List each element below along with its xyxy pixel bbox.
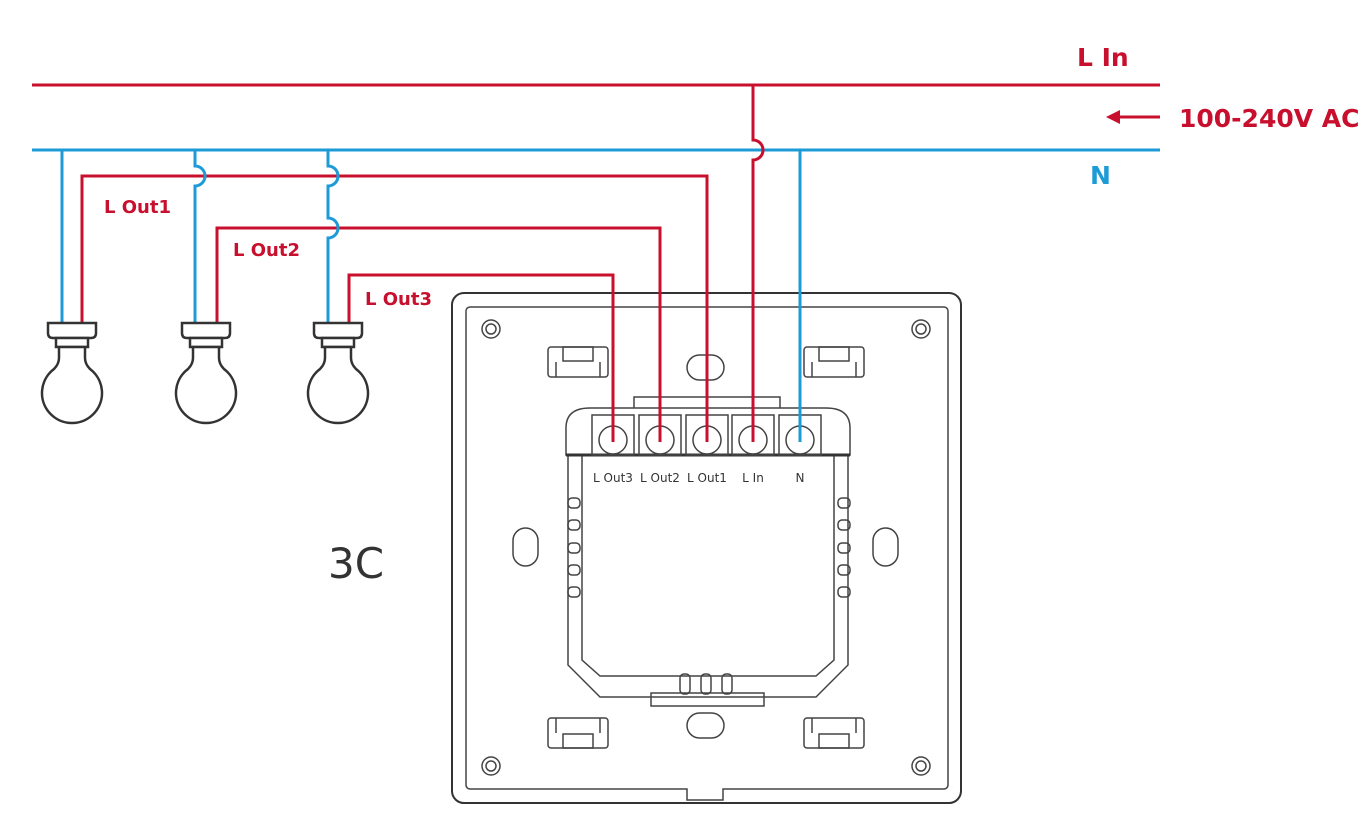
terminal-label: L Out2 <box>640 471 680 485</box>
side-pin <box>837 497 851 509</box>
bulbs <box>40 321 370 425</box>
module-body <box>567 454 849 698</box>
l-out3-label: L Out3 <box>365 289 432 310</box>
live-in-label: L In <box>1077 43 1129 72</box>
module-inner-line <box>581 455 835 677</box>
clip-bottom-right <box>803 717 865 749</box>
side-pin <box>567 542 581 554</box>
l-out3-wire <box>347 273 615 440</box>
terminal-label: L Out1 <box>687 471 727 485</box>
voltage-label: 100-240V AC <box>1179 104 1360 133</box>
module-bottom-pins <box>679 673 733 695</box>
module-side-pins-right <box>837 497 851 598</box>
mount-slot-bottom <box>686 712 725 739</box>
side-pin <box>837 564 851 576</box>
l-out2-wire <box>215 226 662 440</box>
screw-hole-top-right <box>911 319 931 339</box>
neutral-label: N <box>1090 161 1111 190</box>
clip-top-right <box>803 346 865 378</box>
screw-hole-bottom-right <box>911 756 931 776</box>
l-out2-label: L Out2 <box>233 240 300 261</box>
l-out1-label: L Out1 <box>104 197 171 218</box>
side-pin <box>837 519 851 531</box>
side-pin <box>567 519 581 531</box>
wires <box>32 83 1160 440</box>
terminal-label: L Out3 <box>593 471 633 485</box>
mount-slot-left <box>512 527 539 567</box>
side-pin <box>567 586 581 598</box>
terminal-label: N <box>796 471 805 485</box>
model-label: 3C <box>328 539 384 588</box>
mount-slot-right <box>872 527 899 567</box>
terminal-label: L In <box>742 471 764 485</box>
screw-hole-top-left <box>481 319 501 339</box>
neutral-bulb3-wire <box>326 150 340 323</box>
side-pin <box>567 564 581 576</box>
clip-top-left <box>547 346 609 378</box>
l-out1-wire <box>80 174 709 440</box>
switch-back-plate <box>451 292 962 804</box>
light-bulb-icon <box>174 321 238 425</box>
light-bulb-icon <box>40 321 104 425</box>
terminal-labels: L Out3 L Out2 L Out1 L In N <box>593 471 804 485</box>
live-to-switch-wire <box>751 85 765 440</box>
clip-bottom-left <box>547 717 609 749</box>
screw-hole-bottom-left <box>481 756 501 776</box>
neutral-bulb2-wire <box>193 150 207 323</box>
side-pin <box>837 586 851 598</box>
module-bottom-tab <box>650 692 765 707</box>
light-bulb-icon <box>306 321 370 425</box>
supply-arrow-icon <box>1106 110 1160 124</box>
module-side-pins-left <box>567 497 581 598</box>
plate-inner-frame <box>465 306 949 801</box>
side-pin <box>837 542 851 554</box>
side-pin <box>567 497 581 509</box>
